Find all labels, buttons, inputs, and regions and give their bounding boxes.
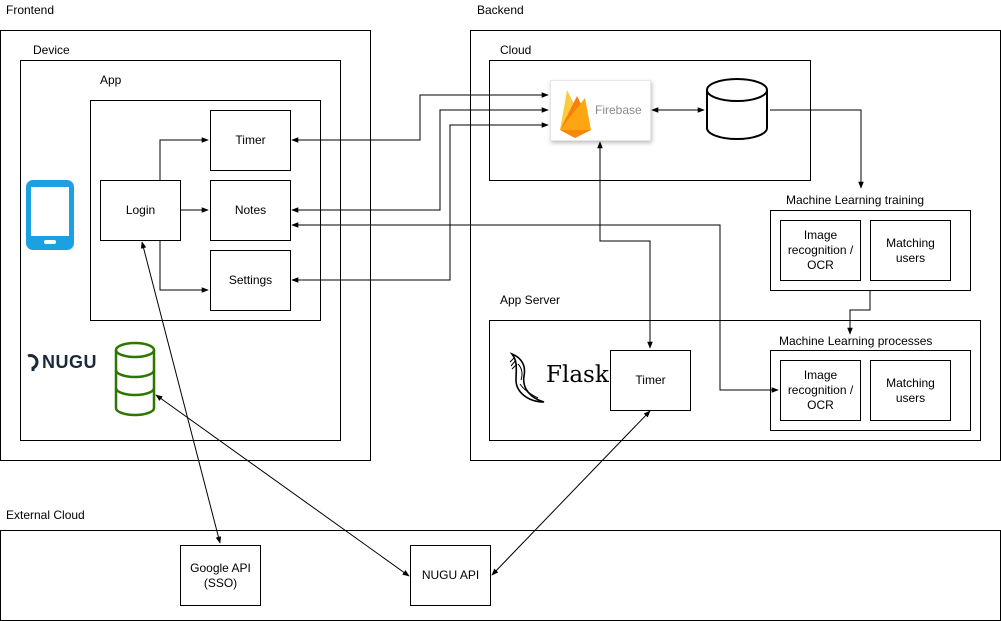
edge-firebase-timer-server — [597, 141, 653, 349]
train-image-label: Image recognition / OCR — [787, 228, 854, 272]
notes-label: Notes — [234, 203, 267, 217]
login-node[interactable]: Login — [100, 180, 181, 241]
settings-node[interactable]: Settings — [210, 250, 291, 311]
proc-image-label: Image recognition / OCR — [787, 368, 854, 412]
login-label: Login — [125, 203, 156, 217]
nugu-api-node[interactable]: NUGU API — [410, 545, 491, 606]
proc-matching-node[interactable]: Matching users — [870, 360, 951, 421]
edge-mltraining-mlprocesses — [847, 291, 871, 335]
nugu-api-label: NUGU API — [421, 568, 480, 582]
edge-login-settings — [159, 241, 209, 293]
device-label: Device — [33, 43, 70, 57]
edge-db-mltraining — [770, 109, 864, 189]
edge-timer-firebase — [291, 92, 549, 143]
edge-login-timer — [159, 137, 209, 180]
app-label: App — [100, 73, 122, 87]
frontend-label: Frontend — [6, 3, 55, 17]
edge-storage-nugu — [155, 394, 410, 577]
ml-training-label: Machine Learning training — [786, 193, 925, 207]
nugu-logo: NUGU — [26, 350, 97, 374]
backend-label: Backend — [477, 3, 524, 17]
ml-processes-label: Machine Learning processes — [779, 334, 933, 348]
external-cloud-label: External Cloud — [6, 508, 85, 522]
timer-app-node[interactable]: Timer — [210, 110, 291, 171]
settings-label: Settings — [228, 273, 273, 287]
edge-settings-firebase — [291, 122, 549, 283]
notes-node[interactable]: Notes — [210, 180, 291, 241]
smartphone-icon — [26, 180, 74, 250]
firebase-label: Firebase — [595, 103, 642, 117]
train-image-node[interactable]: Image recognition / OCR — [780, 220, 861, 281]
edge-nugu-timer-server — [491, 410, 651, 576]
train-matching-label: Matching users — [886, 235, 935, 265]
edge-notes-mlprocesses — [291, 222, 779, 393]
nugu-logo-text: NUGU — [42, 351, 97, 372]
timer-app-label: Timer — [235, 133, 266, 147]
cylinder-database-icon[interactable] — [706, 78, 770, 142]
firebase-flame-icon — [560, 90, 591, 138]
firebase-node[interactable]: Firebase — [550, 80, 651, 141]
proc-image-node[interactable]: Image recognition / OCR — [780, 360, 861, 421]
cloud-label: Cloud — [500, 43, 532, 57]
proc-matching-label: Matching users — [886, 375, 935, 405]
nugu-mark-icon — [27, 354, 39, 371]
edge-login-google — [140, 241, 222, 544]
train-matching-node[interactable]: Matching users — [870, 220, 951, 281]
